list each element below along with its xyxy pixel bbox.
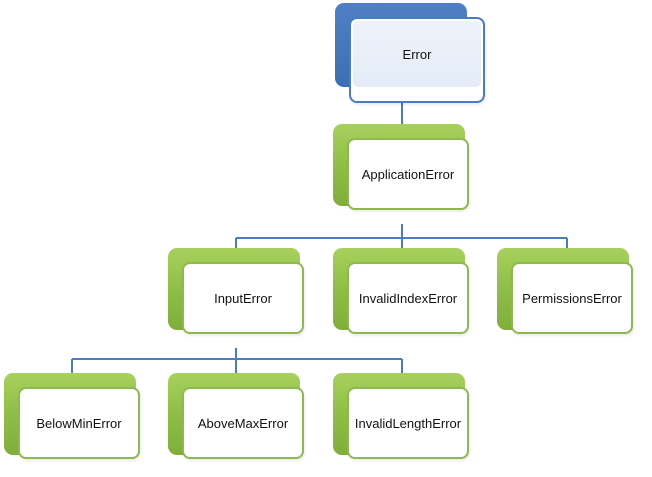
node-invalid-length-error-label: InvalidLengthError bbox=[354, 415, 462, 431]
node-above-max-error: AboveMaxError bbox=[168, 373, 304, 459]
node-invalid-index-error-label: InvalidIndexError bbox=[358, 290, 458, 306]
node-invalid-index-error: InvalidIndexError bbox=[333, 248, 469, 334]
node-error: Error bbox=[335, 3, 485, 103]
node-below-min-error: BelowMinError bbox=[4, 373, 140, 459]
node-input-error: InputError bbox=[168, 248, 304, 334]
node-below-min-error-label: BelowMinError bbox=[36, 415, 122, 431]
node-application-error-label: ApplicationError bbox=[361, 166, 455, 182]
node-invalid-length-error: InvalidLengthError bbox=[333, 373, 469, 459]
node-permissions-error-label: PermissionsError bbox=[522, 290, 622, 306]
node-above-max-error-label: AboveMaxError bbox=[197, 415, 289, 431]
node-permissions-error: PermissionsError bbox=[497, 248, 633, 334]
node-input-error-label: InputError bbox=[214, 290, 272, 306]
node-error-label: Error bbox=[402, 46, 432, 62]
node-application-error: ApplicationError bbox=[333, 124, 469, 210]
